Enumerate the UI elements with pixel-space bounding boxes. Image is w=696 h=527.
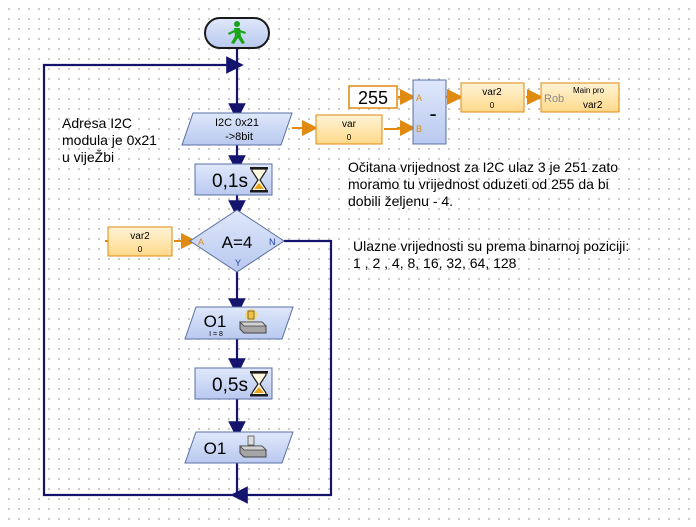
subtract-input-a: A xyxy=(416,93,422,103)
var2-input-name: var2 xyxy=(130,231,150,242)
var2-input-block[interactable]: var2 0 xyxy=(107,226,173,257)
main-program-title: Main pro xyxy=(573,86,605,95)
i2c-address-text: I2C 0x21 xyxy=(215,117,259,129)
i2c-input-block[interactable]: I2C 0x21 ->8bit xyxy=(181,112,293,146)
explanation-comment-line: dobili željenu - 4. xyxy=(348,193,454,209)
main-program-var-name: var2 xyxy=(583,100,603,111)
output-block-1[interactable]: O1 I = 8 xyxy=(184,306,294,340)
constant-value: 255 xyxy=(358,88,388,108)
decision-no-label: N xyxy=(269,237,276,247)
wait-2-time: 0,5s xyxy=(212,375,248,396)
wait-block-2[interactable]: 0,5s xyxy=(194,367,273,400)
address-comment: Adresa I2C modula je 0x21 u vijeŽbi xyxy=(62,115,157,166)
output-1-value: I = 8 xyxy=(209,331,223,338)
var2-input-value: 0 xyxy=(138,245,143,254)
subtract-block[interactable]: A B - xyxy=(412,79,447,145)
wait-block-1[interactable]: 0,1s xyxy=(194,163,273,196)
hourglass-icon xyxy=(250,167,268,193)
flow-lines xyxy=(42,48,333,504)
decision-input-a: A xyxy=(198,237,204,247)
var2-output-value: 0 xyxy=(490,101,495,110)
decision-yes-label: Y xyxy=(235,258,241,268)
var-block[interactable]: var 0 xyxy=(315,114,383,145)
lamp-off-icon xyxy=(239,435,267,458)
start-man-icon xyxy=(228,21,246,44)
decision-condition: A=4 xyxy=(222,233,253,252)
inputs-comment: Ulazne vrijednosti su prema binarnoj poz… xyxy=(353,238,629,272)
var2-output-block[interactable]: var2 0 xyxy=(460,82,525,113)
explanation-comment-line: Očitana vrijednost za I2C ulaz 3 je 251 … xyxy=(348,159,619,175)
subtract-symbol: - xyxy=(429,101,436,126)
explanation-comment: Očitana vrijednost za I2C ulaz 3 je 251 … xyxy=(348,159,618,210)
decision-block[interactable]: A=4 A N Y xyxy=(189,209,285,273)
explanation-comment-line: moramo tu vrijednost oduzeti od 255 da b… xyxy=(348,176,609,192)
var-name: var xyxy=(342,119,357,130)
address-comment-line: u vijeŽbi xyxy=(62,149,115,165)
output-2-label: O1 xyxy=(204,439,227,458)
lamp-on-icon xyxy=(239,309,267,334)
wait-1-time: 0,1s xyxy=(212,171,248,192)
address-comment-line: Adresa I2C xyxy=(62,115,133,131)
address-comment-line: modula je 0x21 xyxy=(62,132,157,148)
start-block[interactable] xyxy=(204,17,270,49)
i2c-mode-text: ->8bit xyxy=(225,131,253,143)
rob-logo: Rob xyxy=(544,93,564,105)
var-value: 0 xyxy=(347,133,352,142)
subtract-input-b: B xyxy=(416,124,422,134)
constant-255-block[interactable]: 255 xyxy=(348,85,398,109)
var2-output-name: var2 xyxy=(482,87,502,98)
hourglass-icon xyxy=(250,371,268,397)
inputs-comment-line: Ulazne vrijednosti su prema binarnoj poz… xyxy=(353,238,630,254)
output-block-2[interactable]: O1 xyxy=(184,431,294,464)
inputs-comment-line: 1 , 2 , 4, 8, 16, 32, 64, 128 xyxy=(353,255,517,271)
output-1-label: O1 xyxy=(204,312,227,331)
main-program-var-block[interactable]: Rob Main pro var2 xyxy=(540,82,620,113)
